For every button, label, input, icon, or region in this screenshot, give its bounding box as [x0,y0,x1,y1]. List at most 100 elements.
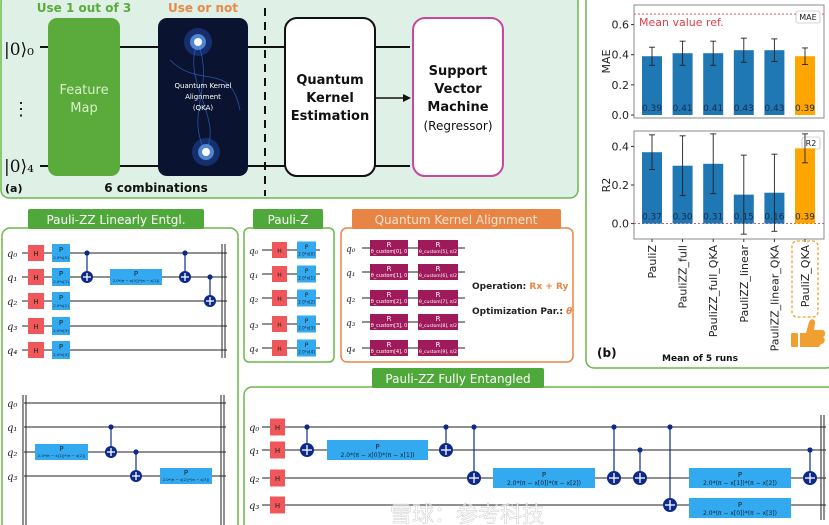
qubit-label: q₃ [7,472,17,483]
cnot-control-dot [807,447,813,453]
ellipsis: ⋮ [12,99,30,120]
r-gate-label: R [387,341,392,349]
p-gate-param: 2.0*x[0] [53,255,69,260]
p-gate [297,339,316,357]
qubit-label: q₃ [7,322,17,333]
qka-label-1: Quantum Kernel [175,82,232,90]
r-gate-param: θ_custom[4], 0 [371,349,407,355]
qubit-label: q₂ [249,474,259,485]
qka-box: Quantum Kernel Alignment (QKA) [158,18,248,176]
h-gate [270,418,285,436]
value-label: 0.41 [703,104,723,114]
qubit-label: q₂ [7,297,17,308]
p-gate-label: P [305,292,309,299]
y-tick-label: 0.6 [612,19,630,32]
r-gate-label: R [436,241,441,249]
bar-PauliZZ_linear_QKA [764,50,785,115]
cnot-control-dot [207,274,213,280]
r-gate-label: R [436,341,441,349]
r-gate-param: θ_custom[5], π/2 [419,249,457,255]
r-gate-label: R [387,241,392,249]
p-gate [52,268,70,286]
operation-label: Operation: [472,282,529,292]
qke-box [284,17,376,177]
feature-map-box [48,18,120,176]
p-gate [297,289,316,307]
y-tick-label: 0.0 [612,218,630,231]
p-gate-zz [689,468,791,488]
x-tick-label: PauliZZ_full_QKA [707,245,720,338]
value-label: 0.37 [642,213,662,223]
value-label: 0.39 [642,104,662,114]
p-gate-param: 2.0*x[1] [53,279,69,284]
bar-PauliZ_QKA [795,56,815,115]
p-gate-zz-param: 2.0*(π − x[0])*(π − x[1]) [113,278,160,283]
qubit-label: q₀ [7,399,17,410]
h-gate [28,293,44,309]
svm-label-3: Machine [427,100,488,115]
legend-box [795,10,821,24]
qubit-label: q₃ [249,321,259,331]
p-gate-zz-label: P [59,445,63,453]
p-gate-param: 2.0*x[4] [53,352,69,357]
x-axis-label: Mean of 5 runs [662,354,738,364]
qubit-label: q₁ [7,423,17,434]
r-gate [418,290,458,306]
h-gate-label: H [33,274,38,282]
qubit-label: q₂ [346,295,356,305]
panel-b-label: (b) [597,346,617,360]
qke-label-1: Quantum [296,73,363,88]
p-gate-zz-param: 2.0*(π − x[1])*(π − x[2]) [703,480,777,487]
h-gate-label: H [277,322,282,329]
p-gate-param: 2.0*x[3] [53,328,69,333]
h-gate-label: H [277,248,282,255]
qubit-label: q₂ [249,295,259,305]
x-tick-label: PauliZ_QKA [799,245,812,308]
h-gate [272,266,287,282]
h-gate [270,441,285,459]
operation-value: Rx + Ry [529,282,568,292]
p-gate-zz-label: P [738,501,742,509]
h-gate-label: H [33,323,38,331]
r-gate-param: θ_custom[2], 0 [371,299,407,305]
h-gate [270,496,285,514]
h-gate [28,342,44,358]
combinations-label: 6 combinations [104,181,208,195]
p-gate-zz-param: 2.0*(π − x[2])*(π − x[3]) [163,477,210,482]
bar-PauliZ [642,56,662,115]
pauliz-title: Pauli-Z [268,213,309,227]
p-gate-zz [110,269,162,285]
value-label: 0.16 [764,213,784,223]
feature-map-label-2: Map [70,101,97,116]
cnot-control-dot [133,449,139,455]
cnot-control-dot [637,447,643,453]
p-gate-zz [493,468,595,488]
x-tick-label: PauliZZ_linear [738,245,751,323]
p-gate [52,292,70,310]
h-gate-label: H [275,424,280,432]
h-gate [270,469,285,487]
h-gate-label: H [277,296,282,303]
p-gate-param: 2.0*x[3] [298,326,315,331]
r-gate-label: R [387,291,392,299]
qubit-label: q₁ [249,271,258,281]
svm-box [412,17,504,177]
y-axis-label: MAE [600,49,613,73]
cnot-control-dot [443,424,449,430]
thumbs-up-icon [791,319,826,347]
h-gate [272,242,287,258]
value-label: 0.39 [795,213,815,223]
p-gate-label: P [59,246,63,254]
p-gate-param: 2.0*x[4] [298,350,315,355]
r-gate-label: R [436,291,441,299]
p-gate [297,265,316,283]
h-gate-label: H [33,250,38,258]
qubit-label: q₁ [7,273,17,284]
p-gate [297,241,316,259]
y-tick-label: 0.4 [612,140,630,153]
h-gate [272,290,287,306]
